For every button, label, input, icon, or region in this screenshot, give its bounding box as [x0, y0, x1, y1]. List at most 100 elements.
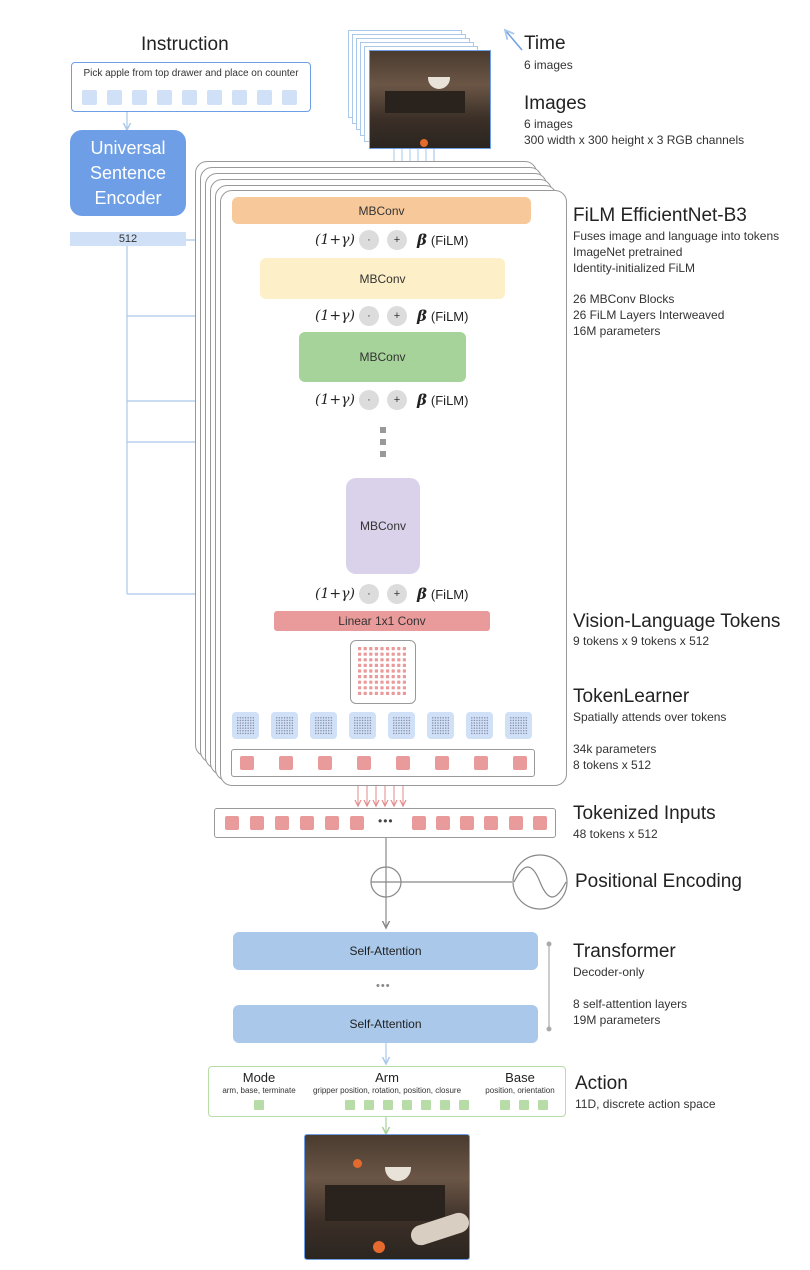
vision-language-token	[374, 691, 378, 695]
attention-cell	[239, 717, 242, 719]
attention-cell	[289, 722, 291, 724]
encoder-embedding-bar: 512	[70, 232, 186, 246]
vision-language-token	[397, 652, 401, 656]
attention-cell	[252, 724, 255, 727]
film-desc-4: 26 MBConv Blocks	[573, 292, 675, 306]
film-gamma: (1+γ)	[315, 232, 355, 248]
attention-cell	[283, 722, 286, 724]
attention-cell	[281, 727, 283, 729]
attention-cell	[278, 730, 281, 732]
attention-cell	[286, 724, 288, 727]
attention-cell	[328, 732, 330, 735]
attention-cell	[478, 717, 481, 719]
attention-cell	[239, 727, 242, 729]
attention-cell	[439, 732, 442, 735]
token-learner-output-token	[279, 756, 293, 770]
vision-language-token	[374, 675, 378, 679]
attention-cell	[237, 732, 239, 735]
attention-cell	[354, 732, 356, 735]
film-desc-2: ImageNet pretrained	[573, 245, 683, 259]
images-sub-2: 300 width x 300 height x 3 RGB channels	[524, 133, 745, 147]
vision-language-token	[386, 691, 390, 695]
attention-cell	[239, 722, 242, 724]
attention-cell	[320, 722, 322, 724]
attention-cell	[525, 724, 528, 727]
vision-language-token	[397, 691, 401, 695]
instruction-token	[107, 90, 122, 105]
attention-cell	[476, 730, 478, 732]
attention-cell	[276, 724, 278, 727]
attention-cell	[447, 730, 450, 732]
attention-cell	[437, 724, 439, 727]
vision-language-token	[380, 680, 384, 684]
attention-cell	[356, 719, 359, 722]
attention-cell	[276, 722, 278, 724]
attention-cell	[369, 727, 372, 729]
token-learner-output-token	[318, 756, 332, 770]
instruction-token	[282, 90, 297, 105]
attention-cell	[434, 727, 437, 729]
attention-cell	[369, 719, 372, 722]
attention-cell	[473, 722, 476, 724]
attention-cell	[432, 732, 434, 735]
attention-cell	[244, 730, 247, 732]
attention-cell	[476, 724, 478, 727]
action-arm-token	[364, 1100, 374, 1110]
attention-cell	[281, 730, 283, 732]
film-beta: β	[416, 231, 427, 249]
attention-cell	[398, 717, 400, 719]
attention-cell	[434, 730, 437, 732]
attention-cell	[330, 727, 333, 729]
image-stack	[348, 30, 498, 150]
attention-cell	[432, 722, 434, 724]
attention-cell	[276, 719, 278, 722]
attention-cell	[244, 732, 247, 735]
attention-cell	[276, 727, 278, 729]
attention-cell	[364, 719, 366, 722]
instruction-token	[157, 90, 172, 105]
vision-language-token	[391, 669, 395, 673]
attention-cell	[286, 730, 288, 732]
attention-cell	[367, 722, 369, 724]
action-base-token	[538, 1100, 548, 1110]
attention-cell	[476, 722, 478, 724]
tokenized-input-tokens	[225, 816, 547, 830]
action-title: Action	[575, 1073, 628, 1094]
action-arm-token	[421, 1100, 431, 1110]
attention-cell	[322, 724, 325, 727]
vision-language-token	[391, 652, 395, 656]
attention-cell	[406, 730, 408, 732]
attention-cell	[520, 724, 522, 727]
result-camera-image	[304, 1134, 472, 1260]
attention-cell	[395, 727, 398, 729]
attention-cell	[515, 724, 517, 727]
film-gamma: (1+γ)	[315, 392, 355, 408]
time-title: Time	[524, 33, 566, 54]
tokenized-input-token	[225, 816, 239, 830]
attention-cell	[520, 717, 522, 719]
vision-language-token	[369, 658, 373, 662]
attention-cell	[244, 727, 247, 729]
transformer-sub-1: Decoder-only	[573, 965, 645, 979]
tokenized-inputs-sub: 48 tokens x 512	[573, 827, 658, 841]
tokenized-inputs-title: Tokenized Inputs	[573, 803, 716, 824]
attention-cell	[478, 732, 481, 735]
multiply-icon: ·	[358, 306, 379, 326]
vision-language-token	[380, 647, 384, 651]
attention-cell	[289, 730, 291, 732]
attention-cell	[283, 719, 286, 722]
attention-cell	[400, 724, 403, 727]
vision-language-token	[386, 675, 390, 679]
attention-cell	[398, 727, 400, 729]
tokenized-input-token	[300, 816, 314, 830]
vision-language-token	[397, 686, 401, 690]
attention-cell	[315, 732, 317, 735]
vision-language-token	[358, 658, 362, 662]
attention-cell	[525, 727, 528, 729]
film-beta: β	[416, 585, 427, 603]
attention-cell	[252, 719, 255, 722]
attention-cell	[364, 717, 366, 719]
tokenized-inputs-row: •••	[214, 808, 556, 838]
attention-cell	[369, 732, 372, 735]
film-layer-1: (1+γ) · + β (FiLM)	[315, 230, 468, 250]
